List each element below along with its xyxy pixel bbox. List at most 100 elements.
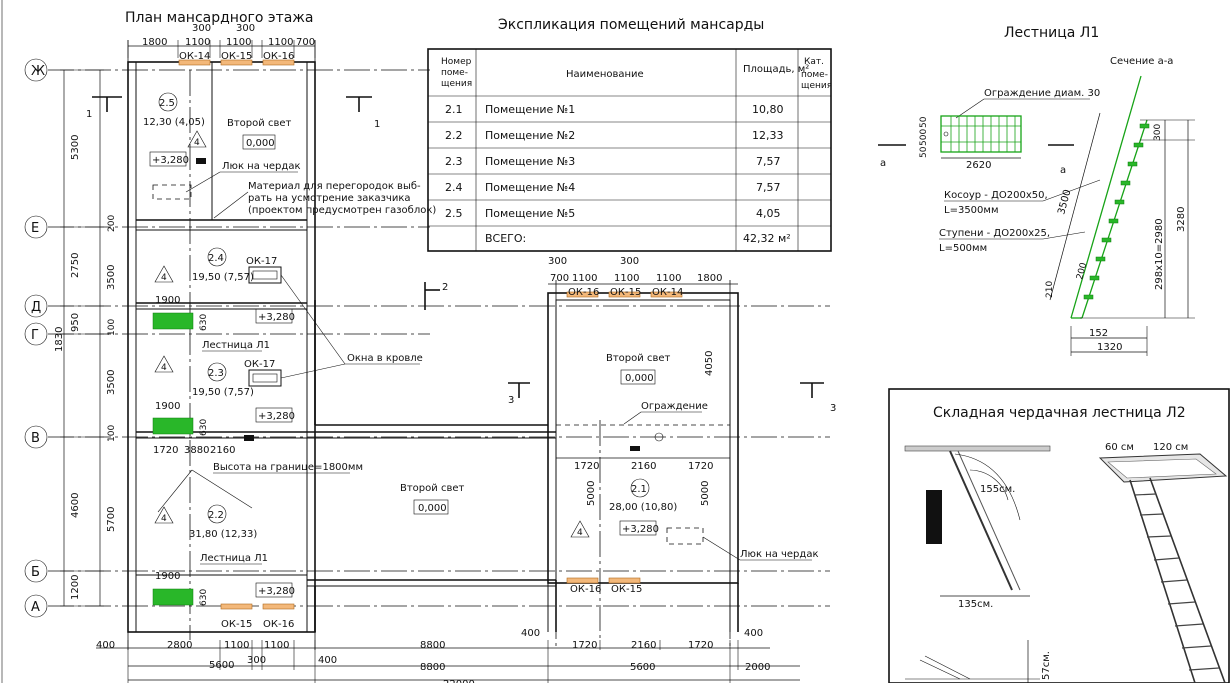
header-num-line1: Номер [441, 57, 472, 67]
stair-l2-perspective: 60 см 120 см [1098, 442, 1228, 683]
room-2-4: 2.4 19,50 (7,57) 4 +3,280 [154, 247, 295, 324]
zero-level-1: 0,000 [246, 138, 275, 149]
window-ok15-right-bottom [608, 577, 641, 584]
room-level: +3,280 [622, 524, 659, 535]
section-sign: 4 [161, 363, 167, 373]
dim-57cm: 57см. [1041, 651, 1052, 680]
dim-inner-200: 200 [107, 215, 117, 232]
axis-label-v: В [31, 431, 40, 446]
dim-bot-400a: 400 [96, 640, 115, 651]
dim-top-1800: 1800 [142, 37, 167, 48]
cell-area: 4,05 [756, 207, 781, 220]
header-num-line2: поме- [441, 68, 468, 78]
section-mark-2: 2 [442, 282, 448, 293]
dim-bot-1720a: 1720 [572, 640, 597, 651]
dim-left-2750: 2750 [70, 253, 81, 278]
dim-3280: 3280 [1176, 207, 1187, 232]
dim-bot-300: 300 [247, 655, 266, 666]
railing-label: Ограждение диам. 30 [984, 88, 1100, 99]
window-ok15-bottom-label: ОК-15 [221, 619, 252, 630]
dim-120cm: 120 см [1153, 442, 1188, 453]
header-cat-line3: щения [801, 81, 832, 91]
plan-dim-2620: 2620 [966, 160, 991, 171]
material-note-line1: Материал для перегородок выб- [248, 181, 421, 192]
room-area: 12,30 (4,05) [143, 117, 205, 128]
dim-1900-a: 1900 [155, 295, 180, 306]
table-total-row: ВСЕГО: 42,32 м² [485, 232, 791, 245]
room-area: 19,50 (7,57) [192, 387, 254, 398]
cell-area: 7,57 [756, 181, 781, 194]
table-row: 2.2 Помещение №2 12,33 [445, 129, 784, 142]
dim-1900-b: 1900 [155, 401, 180, 412]
stair-l1-plan-a [152, 312, 194, 330]
header-num-line3: щения [441, 79, 472, 89]
room-level: +3,280 [258, 411, 295, 422]
dim-bot-2160: 2160 [631, 640, 656, 651]
window-ok16-bottom [262, 603, 295, 610]
cell-area: 12,33 [752, 129, 784, 142]
window-ok16-top [262, 59, 295, 66]
room-number: 2.5 [159, 98, 175, 109]
window-ok16-right-bottom [566, 577, 599, 584]
room-area: 31,80 (12,33) [189, 529, 257, 540]
stair-l1-title: Лестница Л1 [1004, 25, 1099, 41]
fence-label: Ограждение [641, 401, 708, 412]
dim-left-1200: 1200 [70, 575, 81, 600]
dim-bot-1720b: 1720 [688, 640, 713, 651]
dim-top-700: 700 [296, 37, 315, 48]
cell-num: 2.1 [445, 103, 463, 116]
dim-mid-1720: 1720 [153, 445, 178, 456]
dim-300: 300 [1153, 124, 1163, 141]
room-number: 2.2 [208, 510, 224, 521]
window-ok15-right [608, 291, 641, 298]
cell-name: Помещение №1 [485, 103, 575, 116]
zero-level-2: 0,000 [418, 503, 447, 514]
dim-3500: 3500 [1056, 188, 1073, 215]
dim-right-5000a: 5000 [586, 481, 597, 506]
dim-630-c: 630 [199, 589, 209, 606]
explication-table: Экспликация помещений мансарды Номер пом… [427, 17, 832, 252]
room-number: 2.3 [208, 368, 224, 379]
window-ok16-label: ОК-16 [263, 51, 294, 62]
window-ok16-right-label: ОК-16 [568, 287, 599, 298]
axis-label-g: Г [31, 328, 39, 343]
axis-label-b: Б [31, 565, 40, 580]
dim-top-1100b: 1100 [226, 37, 251, 48]
cell-name: Помещение №4 [485, 181, 575, 194]
room-level: +3,280 [258, 586, 295, 597]
dim-152: 152 [1089, 328, 1108, 339]
plan-dim-500: 500 [919, 129, 929, 146]
section-sign: 4 [194, 138, 200, 148]
dim-1320: 1320 [1097, 342, 1122, 353]
stair-label-a: Лестница Л1 [202, 340, 270, 351]
total-label: ВСЕГО: [485, 232, 526, 245]
plan-title: План мансардного этажа [125, 10, 314, 26]
window-ok14-label: ОК-14 [179, 51, 210, 62]
dim-630-b: 630 [199, 419, 209, 436]
dim-bot2-5600b: 5600 [630, 662, 655, 673]
mark-a-left: а [880, 158, 886, 169]
dim-right-300a: 300 [548, 256, 567, 267]
section-sign: 4 [161, 514, 167, 524]
steps-line2: L=500мм [939, 243, 987, 254]
dim-inner-100a: 100 [107, 319, 117, 336]
dim-60cm: 60 см [1105, 442, 1134, 453]
window-ok14-right-label: ОК-14 [652, 287, 683, 298]
window-ok14-top [178, 59, 211, 66]
axis-label-d: Д [31, 300, 41, 315]
stair-l2-side-view: 155см. 135см. 57см. [904, 445, 1052, 683]
mark-a-right: а [1060, 165, 1066, 176]
dim-mid-2160: 2160 [210, 445, 235, 456]
table-row: 2.3 Помещение №3 7,57 [445, 155, 781, 168]
dim-155cm: 155см. [980, 484, 1015, 495]
window-ok16-rb-label: ОК-16 [570, 584, 601, 595]
section-a-a-label: Сечение а-а [1110, 56, 1173, 67]
section-sign: 4 [577, 528, 583, 538]
material-note-line3: (проектом предусмотрен газоблок) [248, 205, 436, 216]
room-2-3: 2.3 19,50 (7,57) 4 +3,280 [154, 355, 295, 423]
dim-bot2-2000: 2000 [745, 662, 770, 673]
header-name: Наименование [566, 69, 644, 80]
dim-left-950: 950 [70, 313, 81, 332]
room-2-1: 2.1 28,00 (10,80) +3,280 4 [570, 478, 677, 538]
